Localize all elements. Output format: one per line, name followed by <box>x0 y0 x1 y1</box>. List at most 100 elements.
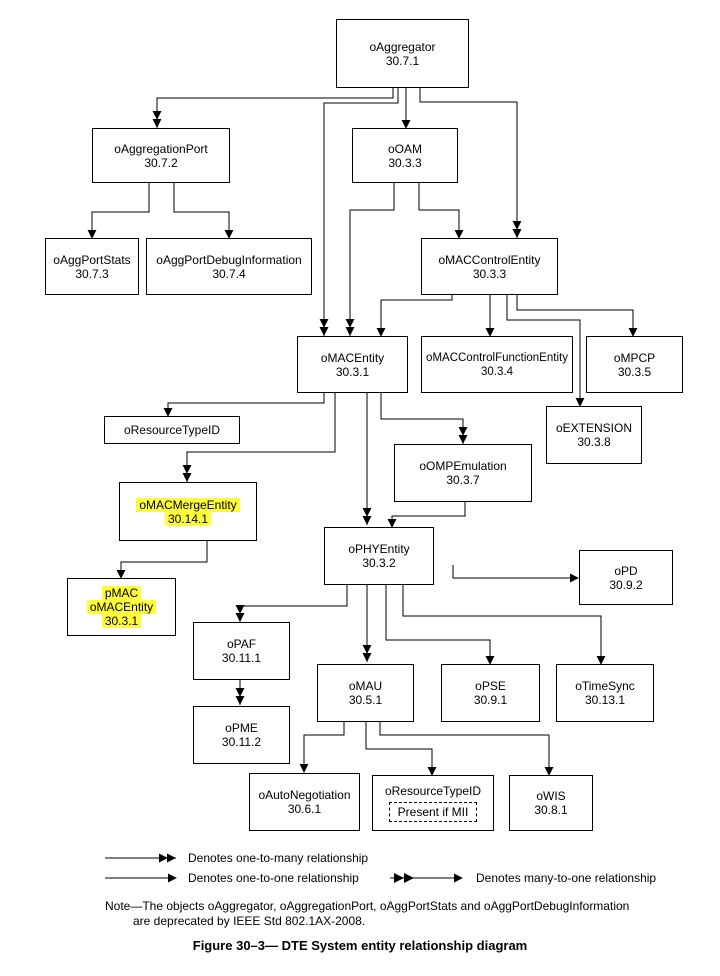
edge-phy-pse <box>385 585 495 665</box>
node-resource-type-id-top: oResourceTypeID <box>104 416 240 444</box>
node-paf: oPAF 30.11.1 <box>193 622 290 680</box>
node-pmac-line1: pMAC <box>101 586 142 600</box>
node-omp-emulation-ref: 30.3.7 <box>446 473 480 487</box>
node-pse-ref: 30.9.1 <box>473 693 508 707</box>
node-resource-type-id-bottom-note: Present if MII <box>388 802 478 822</box>
node-pse: oPSE 30.9.1 <box>441 664 540 722</box>
node-agg-port-stats-ref: 30.7.3 <box>75 266 109 281</box>
node-mac-merge-entity-name: oMACMergeEntity <box>136 497 240 512</box>
node-pmac: pMAC oMACEntity 30.3.1 <box>67 578 176 636</box>
node-mac-entity-name: oMACEntity <box>320 350 385 365</box>
node-mpcp-ref: 30.3.5 <box>617 364 652 379</box>
legend-one-to-many: Denotes one-to-many relationship <box>188 851 369 865</box>
node-agg-port-stats: oAggPortStats 30.7.3 <box>45 238 139 295</box>
node-mac-entity: oMACEntity 30.3.1 <box>297 336 408 393</box>
edge-aggport-stats <box>87 183 150 239</box>
legend-many-to-one: Denotes many-to-one relationship <box>476 871 657 885</box>
node-wis: oWIS 30.8.1 <box>509 775 593 831</box>
node-resource-type-id-bottom-name: oResourceTypeID <box>384 784 482 798</box>
node-pmac-line2: oMACEntity <box>86 600 157 614</box>
note-line2: are deprecated by IEEE Std 802.1AX-2008. <box>133 914 366 928</box>
legend-many-to-one-tail <box>394 873 414 883</box>
edge-aggregator-macentity <box>319 88 399 336</box>
node-mau: oMAU 30.5.1 <box>317 664 414 722</box>
node-mac-control-function-name: oMACControlFunctionEntity <box>426 351 568 364</box>
node-agg-port-stats-name: oAggPortStats <box>53 252 131 267</box>
node-mac-control-entity: oMACControlEntity 30.3.3 <box>421 238 558 295</box>
edge-macmerge-pmac <box>116 541 208 579</box>
edge-macctrl-macentity <box>376 295 453 337</box>
node-mpcp: oMPCP 30.3.5 <box>586 336 683 393</box>
edge-aggregator-maccontrolentity <box>419 88 522 238</box>
node-pmac-ref: 30.3.1 <box>101 614 142 628</box>
edge-macctrl-extension <box>506 295 585 407</box>
node-pse-name: oPSE <box>475 679 506 693</box>
node-aggregation-port: oAggregationPort 30.7.2 <box>92 128 230 183</box>
node-pd: oPD 30.9.2 <box>579 550 673 605</box>
note-line1: Note—The objects oAggregator, oAggregati… <box>105 899 630 913</box>
node-omp-emulation-name: oOMPEmulation <box>419 459 507 473</box>
node-pme: oPME 30.11.2 <box>193 706 290 764</box>
node-agg-port-debug-name: oAggPortDebugInformation <box>156 252 302 267</box>
node-oam: oOAM 30.3.3 <box>352 128 458 183</box>
node-mac-entity-ref: 30.3.1 <box>335 364 370 379</box>
node-aggregation-port-ref: 30.7.2 <box>144 155 178 170</box>
edge-macctrl-mpcp <box>516 295 638 337</box>
node-mac-merge-entity: oMACMergeEntity 30.14.1 <box>119 482 257 541</box>
node-phy-entity-ref: 30.3.2 <box>362 556 396 570</box>
edge-macentity-ompemulation <box>380 393 468 444</box>
node-wis-ref: 30.8.1 <box>534 803 568 817</box>
node-mac-control-function: oMACControlFunctionEntity 30.3.4 <box>421 336 573 393</box>
node-aggregation-port-name: oAggregationPort <box>114 141 208 156</box>
node-mau-ref: 30.5.1 <box>348 693 383 707</box>
legend-one-to-one: Denotes one-to-one relationship <box>188 871 359 885</box>
edge-oam-maccontrolentity <box>418 183 464 239</box>
node-time-sync: oTimeSync 30.13.1 <box>556 664 654 722</box>
edge-aggregator-aggregationport <box>152 88 394 128</box>
node-mac-control-function-ref: 30.3.4 <box>481 365 513 378</box>
edge-oam-macentity <box>345 183 395 336</box>
node-extension-name: oEXTENSION <box>555 421 633 435</box>
edge-ompemulation-phy <box>387 502 466 528</box>
node-wis-name: oWIS <box>536 789 566 803</box>
node-paf-ref: 30.11.1 <box>221 651 262 665</box>
node-pme-ref: 30.11.2 <box>221 735 262 749</box>
node-mac-merge-entity-ref: 30.14.1 <box>164 511 212 526</box>
node-mpcp-name: oMPCP <box>613 350 656 365</box>
node-paf-name: oPAF <box>226 637 257 651</box>
node-oam-ref: 30.3.3 <box>388 155 422 170</box>
edge-phy-timesync <box>402 585 606 665</box>
edge-mau-resourcetypeid <box>365 722 437 776</box>
node-pme-name: oPME <box>225 721 258 735</box>
node-extension: oEXTENSION 30.3.8 <box>546 406 642 464</box>
node-agg-port-debug: oAggPortDebugInformation 30.7.4 <box>146 238 312 295</box>
node-phy-entity: oPHYEntity 30.3.2 <box>324 527 434 585</box>
edge-mau-autoneg <box>299 722 345 773</box>
node-auto-negotiation-name: oAutoNegotiation <box>258 788 351 802</box>
figure-caption: Figure 30–3— DTE System entity relations… <box>192 938 528 953</box>
edge-phy-pd <box>452 565 579 583</box>
node-extension-ref: 30.3.8 <box>577 435 611 449</box>
node-mac-control-entity-name: oMACControlEntity <box>438 252 541 267</box>
edge-macentity-macmerge <box>182 393 336 482</box>
node-time-sync-ref: 30.13.1 <box>584 693 626 707</box>
edge-aggport-debug <box>173 183 234 239</box>
node-aggregator: oAggregator 30.7.1 <box>336 19 469 88</box>
node-mau-name: oMAU <box>348 679 383 693</box>
node-resource-type-id-bottom: oResourceTypeID Present if MII <box>372 775 494 831</box>
node-aggregator-ref: 30.7.1 <box>385 53 420 68</box>
node-auto-negotiation: oAutoNegotiation 30.6.1 <box>249 773 360 831</box>
node-pd-ref: 30.9.2 <box>609 577 643 592</box>
node-phy-entity-name: oPHYEntity <box>348 542 410 556</box>
node-agg-port-debug-ref: 30.7.4 <box>212 266 246 281</box>
edge-macentity-resourcetypeid <box>163 393 325 417</box>
node-resource-type-id-top-name: oResourceTypeID <box>123 423 221 437</box>
edge-mau-wis <box>379 722 554 776</box>
node-pd-name: oPD <box>614 563 638 578</box>
node-oam-name: oOAM <box>387 141 422 156</box>
node-aggregator-name: oAggregator <box>369 39 436 54</box>
node-time-sync-name: oTimeSync <box>575 679 635 693</box>
node-auto-negotiation-ref: 30.6.1 <box>287 802 322 816</box>
node-mac-control-entity-ref: 30.3.3 <box>472 266 507 281</box>
